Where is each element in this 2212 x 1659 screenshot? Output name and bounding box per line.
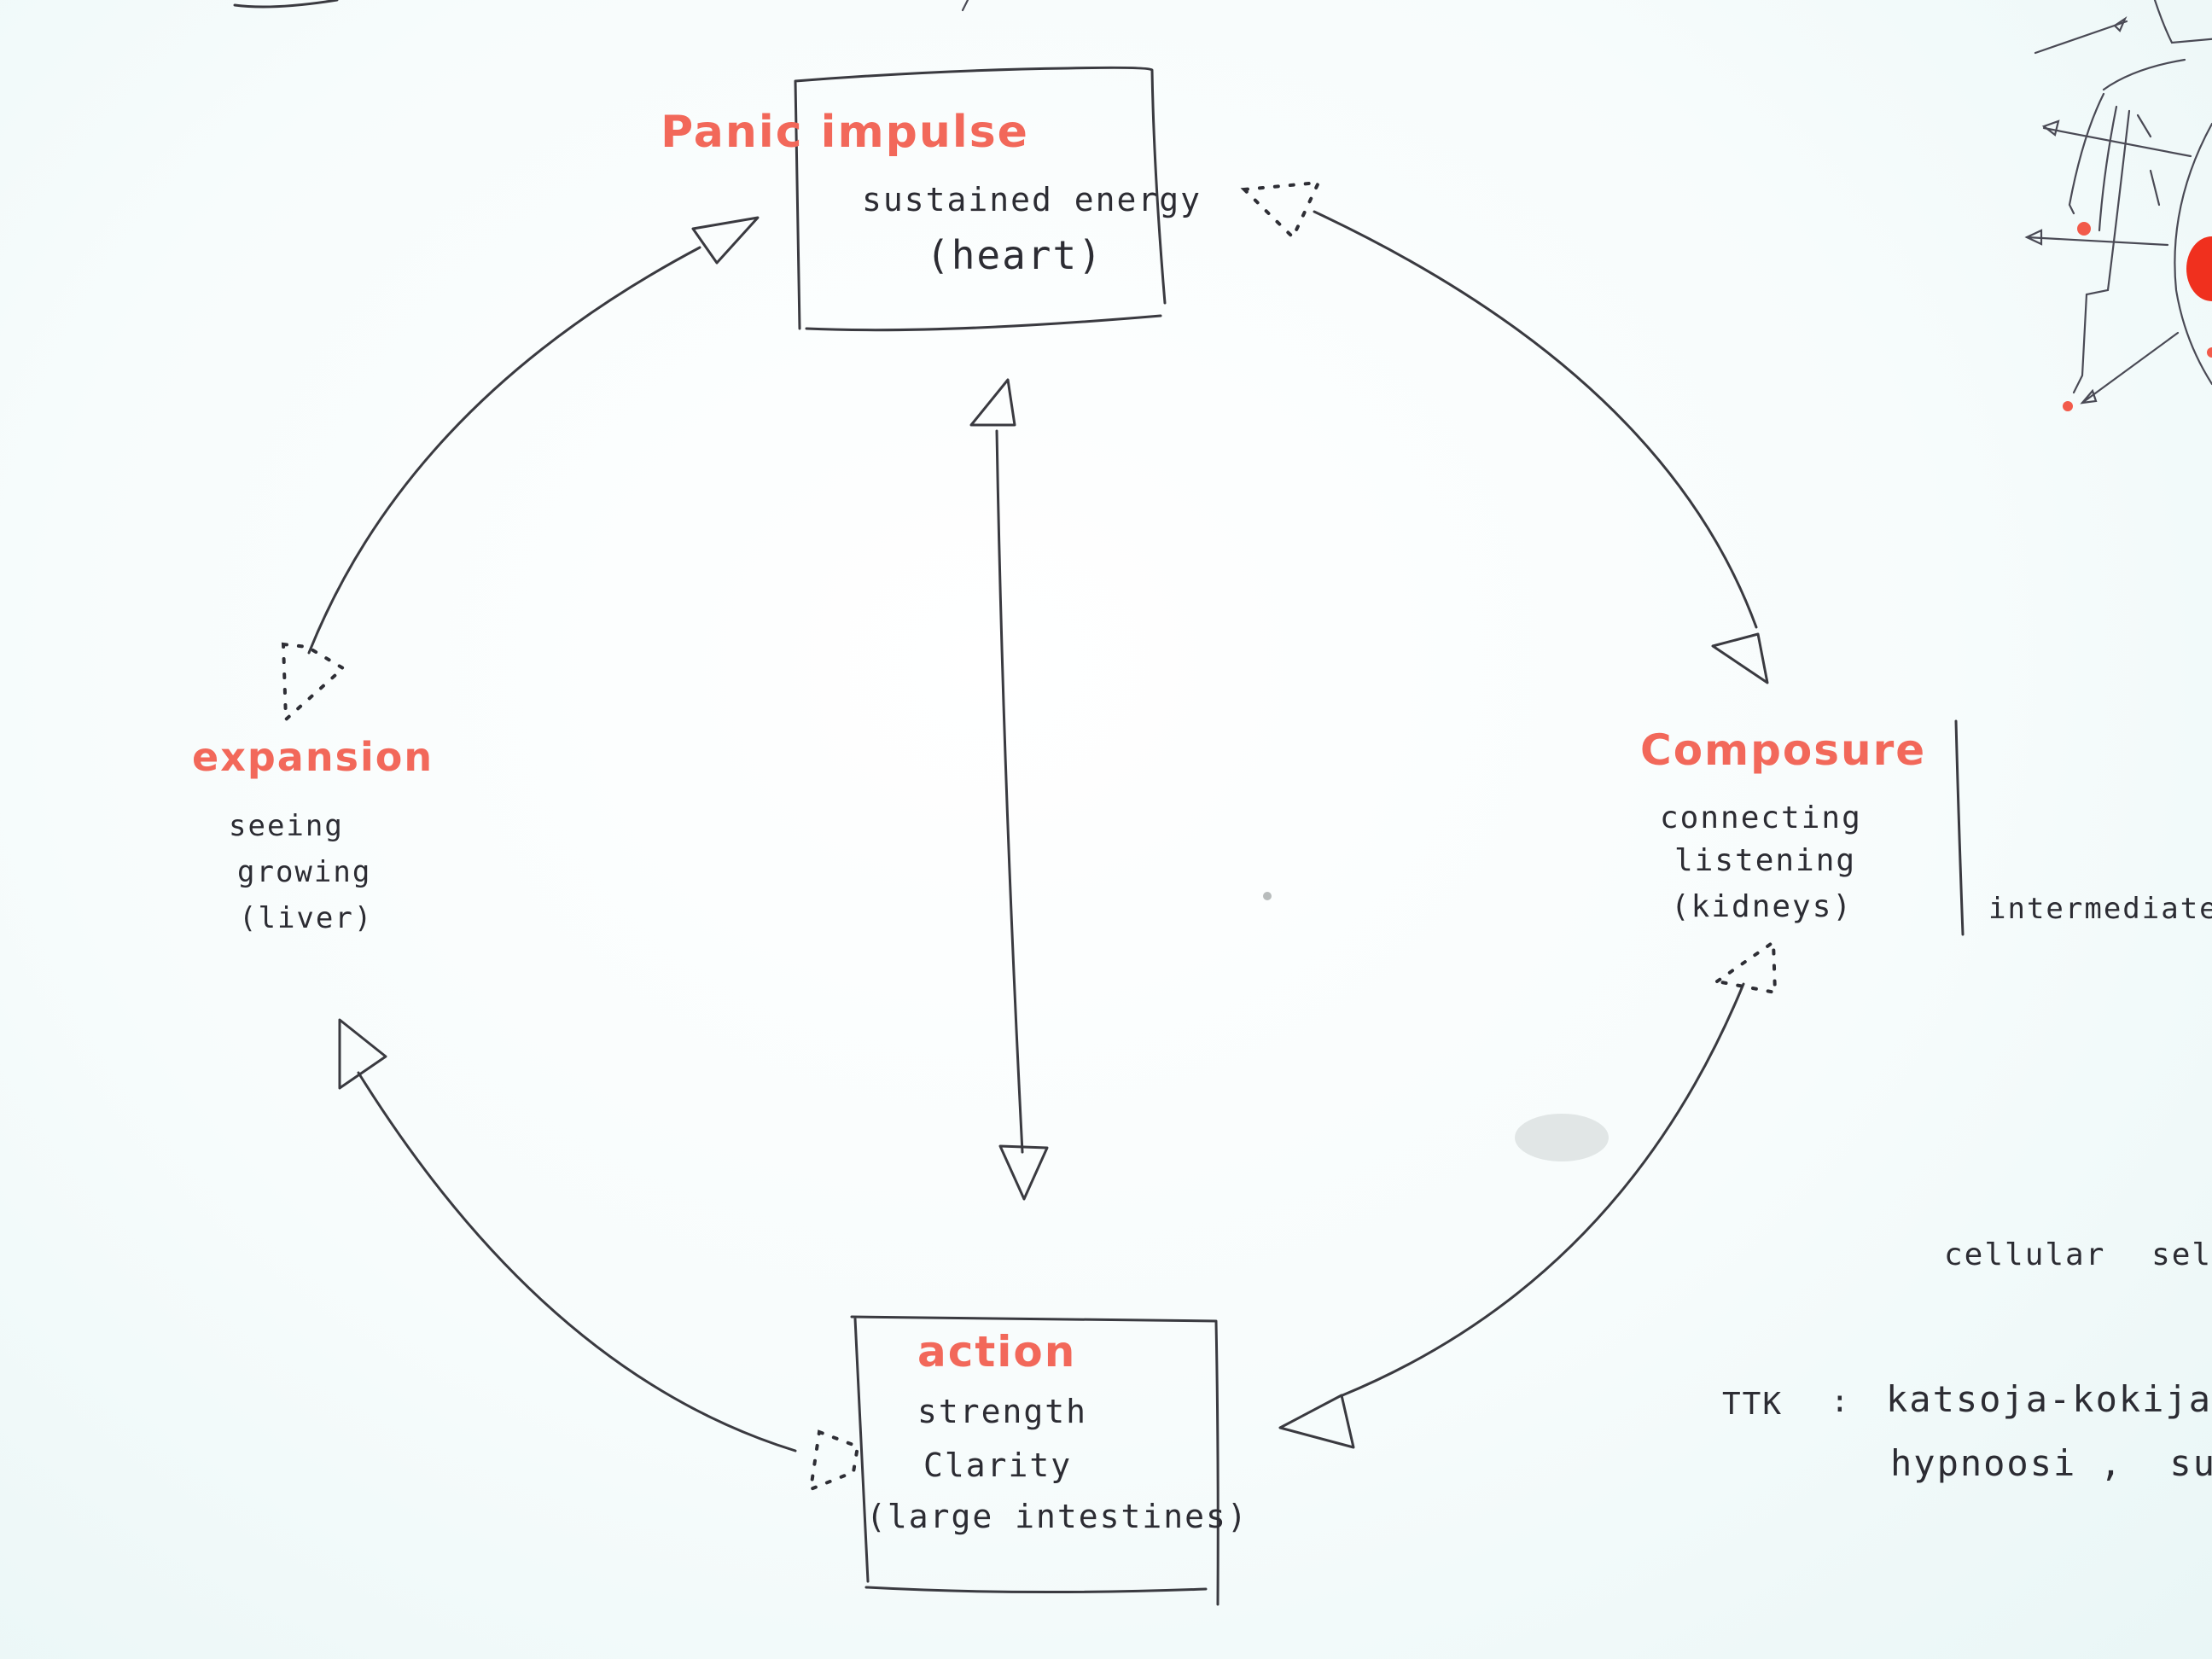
dotted-tail-panic-right	[1240, 180, 1322, 241]
node-line: (kidneys)	[1671, 889, 1854, 924]
arrowhead-into-composure	[1711, 632, 1769, 684]
arrowhead-up-panic	[969, 378, 1016, 427]
node-line: growing	[237, 855, 372, 889]
arc-expansion-to-panic	[307, 246, 701, 655]
vertical-connector	[995, 429, 1024, 1154]
arc-action-to-expansion	[357, 1071, 797, 1452]
node-line: strength	[917, 1393, 1088, 1430]
arc-panic-to-composure	[1313, 210, 1758, 629]
note-intermediate: intermediate	[1988, 892, 2212, 926]
node-title-action: action	[917, 1327, 1077, 1377]
figure-sketch	[2024, 0, 2212, 411]
node-line: Clarity	[923, 1447, 1073, 1484]
note-ttk-line2: hypnoosi , sug	[1890, 1442, 2212, 1484]
arrowhead-at-action-right	[1278, 1394, 1355, 1449]
note-ttk-line1: katsoja-kokija	[1886, 1378, 2212, 1420]
graphite-smudge	[1515, 1114, 1609, 1161]
node-title: Panic impulse	[661, 107, 1029, 158]
arc-action-to-composure	[1341, 982, 1745, 1397]
note-ttk-colon: :	[1831, 1384, 1851, 1419]
panic-impulse-box	[794, 66, 1167, 332]
arrowhead-into-panic	[691, 216, 760, 265]
dotted-tail-expansion-top	[281, 642, 346, 724]
node-line: (large intestines)	[866, 1498, 1249, 1535]
action-box	[850, 1315, 1220, 1606]
arrowhead-into-expansion	[338, 1018, 387, 1090]
node-line: sustained energy	[862, 181, 1202, 218]
note-ttk-label: TTK	[1722, 1387, 1784, 1422]
node-title-expansion: expansion	[192, 734, 434, 780]
graphite-dot	[1263, 892, 1272, 900]
node-line: seeing	[229, 809, 344, 843]
node-line: (heart)	[926, 232, 1103, 278]
node-line: connecting	[1660, 800, 1862, 835]
dotted-tail-action-left	[808, 1429, 860, 1493]
arrowhead-down-action	[998, 1144, 1049, 1201]
top-edge-tick	[961, 0, 969, 12]
node-title-composure: Composure	[1640, 725, 1927, 775]
node-line: listening	[1674, 843, 1857, 878]
dotted-arrowhead-into-composure	[1712, 939, 1778, 995]
top-edge-scribble	[233, 0, 339, 9]
node-line: (liver)	[239, 901, 374, 935]
note-cellular: cellular self	[1944, 1237, 2212, 1272]
intermediate-bracket	[1954, 719, 1965, 936]
